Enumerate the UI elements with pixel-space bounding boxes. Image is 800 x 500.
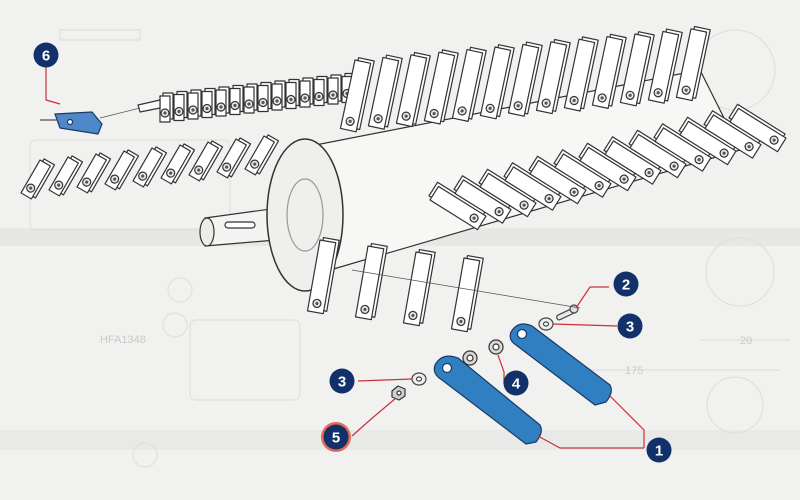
rotor-hammer xyxy=(478,168,537,218)
callout-3-lower: 3 xyxy=(329,368,355,394)
rotor-hammer xyxy=(216,137,252,179)
callout-2-label: 2 xyxy=(622,277,630,294)
rotor-hammer xyxy=(187,89,202,120)
rotor-hammer xyxy=(563,36,599,112)
rotor-hammer xyxy=(306,236,340,315)
rotor-hammer xyxy=(327,74,342,105)
rotor-hammer xyxy=(479,44,515,120)
ghost-label-dim-175: 175 xyxy=(625,365,643,377)
rotor-hammer xyxy=(132,146,168,188)
ghost-label-dim-20: 20 xyxy=(740,335,752,347)
spare-blade-6 xyxy=(54,111,103,135)
rotor-hammer xyxy=(271,80,286,111)
leader-4 xyxy=(497,354,505,384)
rotor-hammer xyxy=(703,110,762,159)
rotor-hammer xyxy=(339,57,375,133)
rotor-hammer xyxy=(578,142,637,192)
leader-1a xyxy=(609,395,645,448)
rotor-hammer xyxy=(104,149,140,191)
nut xyxy=(391,385,406,401)
rotor-hammer xyxy=(215,86,230,117)
callout-3-lower-label: 3 xyxy=(338,374,346,391)
callout-5-highlighted: 5 xyxy=(321,422,351,452)
callout-4-label: 4 xyxy=(512,376,521,393)
rotor-hammer xyxy=(229,84,244,116)
rotor-hammer xyxy=(423,49,459,125)
rotor-hammer xyxy=(619,31,655,107)
callout-4: 4 xyxy=(503,370,529,396)
leader-3a xyxy=(552,323,618,327)
callout-3-upper: 3 xyxy=(617,313,643,339)
rotor-hammer xyxy=(367,54,403,130)
rotor-hammer xyxy=(201,87,216,119)
left-hammer-chain xyxy=(20,134,280,200)
bottom-hammer-row xyxy=(306,236,484,333)
rotor-hammer xyxy=(535,38,571,115)
rotor-hammer xyxy=(647,28,683,104)
callout-1: 1 xyxy=(646,437,672,463)
callout-3-upper-label: 3 xyxy=(626,319,634,336)
rotor-hammer xyxy=(450,254,484,333)
flail-blade-upper xyxy=(509,323,612,406)
rotor-hammer xyxy=(528,155,587,205)
top-hammer-row xyxy=(339,25,711,133)
rotor-hammer xyxy=(395,51,431,128)
callout-2: 2 xyxy=(613,271,639,297)
rotor-hammer xyxy=(20,158,56,200)
leader-5 xyxy=(351,397,397,437)
rotor-hammer xyxy=(173,90,188,122)
rotor-hammer xyxy=(243,83,258,114)
bushing xyxy=(462,339,504,366)
leader-1b xyxy=(537,435,644,449)
washer-upper xyxy=(538,317,554,331)
rotor-hammer xyxy=(675,25,711,102)
leader-6 xyxy=(45,60,61,105)
rotor-hammer xyxy=(285,78,300,110)
rotor-hammer xyxy=(244,134,280,176)
rotor-hammer xyxy=(507,41,543,117)
rotor-hammer xyxy=(591,33,627,109)
rotor-hammer xyxy=(48,155,84,197)
ghost-label-code: HFA1348 xyxy=(100,334,146,346)
callout-6: 6 xyxy=(33,42,59,68)
leader-2 xyxy=(575,286,609,309)
rotor-hammer xyxy=(299,77,314,108)
rotor-hammer xyxy=(451,46,487,122)
rotor-hammer xyxy=(160,143,196,185)
rotor-assembly xyxy=(20,25,787,333)
callout-6-label: 6 xyxy=(42,48,50,65)
rotor-hammer xyxy=(402,248,436,327)
back-top-hammer-row xyxy=(159,72,356,123)
leader-lines xyxy=(45,60,645,449)
rotor-hammer xyxy=(257,81,272,113)
callout-1-label: 1 xyxy=(655,443,663,460)
rotor-hammer xyxy=(553,149,612,198)
callout-5-label: 5 xyxy=(332,430,340,447)
rotor-hammer xyxy=(188,140,224,182)
rotor-hammer xyxy=(678,116,737,166)
rotor-hammer xyxy=(354,242,388,321)
rotor-hammer xyxy=(503,162,562,211)
rotor-hammer xyxy=(76,152,112,194)
washer-lower xyxy=(411,372,427,386)
rotor-hammer xyxy=(159,92,174,123)
flail-blade-lower xyxy=(433,355,542,445)
rotor-hammer xyxy=(313,75,328,107)
middle-hammer-row xyxy=(428,103,787,231)
rotor-hammer xyxy=(728,103,787,153)
exploded-parts xyxy=(40,107,612,445)
leader-3b xyxy=(357,378,413,382)
